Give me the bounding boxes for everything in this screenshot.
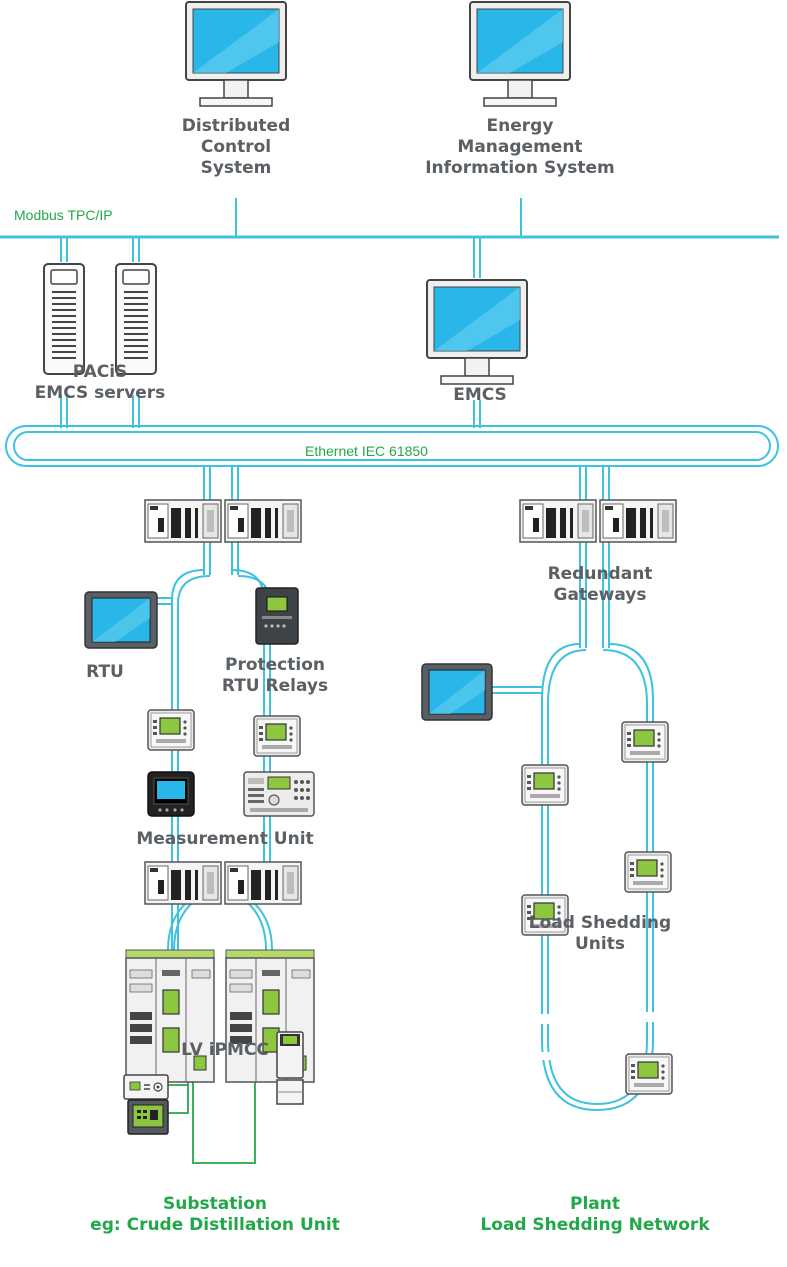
protection-relay-2-icon xyxy=(253,715,301,757)
plant-hmi-icon xyxy=(421,663,493,721)
mcc-cabinet-1-icon xyxy=(125,949,215,1083)
protection-keypad-relay-icon xyxy=(243,771,315,817)
pacis-server-2-icon xyxy=(115,263,157,375)
network-lines xyxy=(0,198,779,1112)
rtu-label: RTU xyxy=(86,662,124,682)
measurement-unit-label: Measurement Unit xyxy=(136,829,314,849)
load-shedding-relay-5-icon xyxy=(625,1053,673,1095)
pacis-server-1-icon xyxy=(43,263,85,375)
field-drive-icon xyxy=(276,1031,304,1105)
emcs-label: EMCS xyxy=(453,385,507,405)
substation-rack-1-icon xyxy=(144,499,222,543)
emis-workstation-icon xyxy=(469,1,571,107)
gateway-rack-2-icon xyxy=(599,499,677,543)
rtu-screen-icon xyxy=(84,591,158,649)
ring-gaps xyxy=(538,1012,657,1060)
load-shedding-relay-3-icon xyxy=(624,851,672,893)
lv-rack-2-icon xyxy=(224,861,302,905)
gateway-rack-1-icon xyxy=(519,499,597,543)
substation-rack-2-icon xyxy=(224,499,302,543)
measurement-unit-icon xyxy=(147,771,195,817)
lv-rack-1-icon xyxy=(144,861,222,905)
emcs-workstation-icon xyxy=(426,279,528,385)
dcs-workstation-icon xyxy=(185,1,287,107)
load-shedding-relay-2-icon xyxy=(521,764,569,806)
field-display-icon xyxy=(127,1099,169,1135)
load-shedding-relay-1-icon xyxy=(621,721,669,763)
ethernet-network-label: Ethernet IEC 61850 xyxy=(305,443,428,459)
field-io-module-icon xyxy=(123,1074,169,1100)
substation-relay-icon xyxy=(147,709,195,751)
modbus-network-label: Modbus TPC/IP xyxy=(14,207,113,223)
protection-relay-icon xyxy=(255,587,299,645)
lv-ipmcc-label: LV iPMCC xyxy=(181,1040,269,1060)
